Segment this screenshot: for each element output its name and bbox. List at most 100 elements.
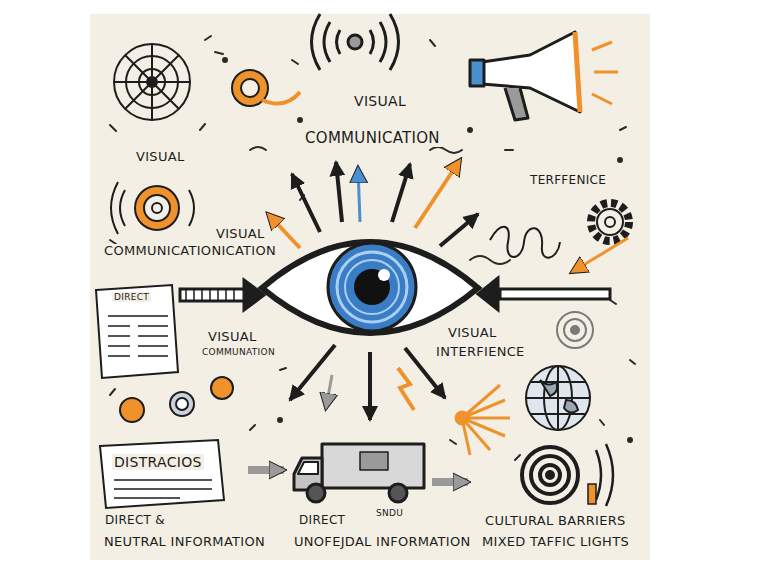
spiral-disc-part <box>111 182 194 234</box>
rays-part <box>268 214 300 248</box>
globe-part <box>540 380 578 413</box>
concentric-circles-part <box>564 319 586 341</box>
signal-icon <box>312 14 399 70</box>
scribble-marks-part <box>298 118 302 122</box>
truck-part <box>389 484 407 502</box>
target-web-part <box>114 44 190 120</box>
text-label: VISUAL <box>134 150 186 165</box>
inward-arrows-part <box>244 280 264 310</box>
newspaper-part <box>108 316 168 356</box>
target-rings-part <box>531 456 569 494</box>
starburst-part <box>462 385 510 455</box>
megaphone-part <box>505 88 528 120</box>
scribble-marks-part <box>223 58 227 62</box>
text-label: COMMUNICATIONICATION <box>102 244 278 259</box>
panel-part <box>90 14 650 560</box>
inward-arrows-part <box>500 289 610 299</box>
text-label: INTERFIENCE <box>434 345 527 360</box>
rays-part <box>368 352 372 420</box>
target-rings <box>522 444 613 506</box>
spiral-disc-part <box>144 195 170 221</box>
text-label: VISUAL <box>214 227 266 242</box>
inward-arrows-part <box>186 289 234 301</box>
rays-part <box>572 238 628 272</box>
text-label: MIXED TAFFIC LIGHTS <box>480 535 631 550</box>
rays-part <box>415 160 460 228</box>
newspaper <box>96 285 178 378</box>
text-label: SNDU <box>374 508 405 518</box>
text-label: VISUAL <box>446 326 498 341</box>
inward-arrows-part <box>478 278 498 310</box>
balls <box>120 377 233 422</box>
target-rings-part <box>596 444 613 506</box>
balls-part <box>120 398 144 422</box>
scribble-marks-part <box>628 438 632 442</box>
target-rings-part <box>522 447 578 503</box>
target-rings-part <box>588 484 596 504</box>
signal-icon-part <box>370 14 399 70</box>
scribble-marks-part <box>468 128 472 132</box>
coil-squiggle <box>490 227 560 258</box>
text-label: VISUAL <box>206 330 258 345</box>
orange-swirl-part <box>262 92 300 104</box>
concentric-circles <box>557 312 593 348</box>
eye-part <box>345 260 399 314</box>
newspaper-part <box>96 285 178 378</box>
spiral-disc <box>111 182 194 234</box>
megaphone-part <box>592 42 618 104</box>
spiral-disc-part <box>135 186 179 230</box>
truck-part <box>432 478 468 486</box>
truck <box>248 444 468 502</box>
gear-symbol-part <box>591 203 629 241</box>
rays-part <box>292 174 320 232</box>
text-label: CULTURAL BARRIERS <box>483 514 628 529</box>
concentric-circles-part <box>571 326 579 334</box>
eye <box>262 242 478 333</box>
truck-part <box>307 484 325 502</box>
rays-part <box>358 168 360 222</box>
orange-swirl-part <box>241 79 259 97</box>
signal-icon-part <box>312 14 341 70</box>
eye-part <box>328 243 416 331</box>
truck-part <box>298 462 318 474</box>
megaphone <box>470 32 618 120</box>
truck-part <box>248 466 284 474</box>
eye-part <box>262 242 478 333</box>
rays-part <box>392 164 410 222</box>
balls-part <box>211 377 233 399</box>
distraction-paper <box>100 440 224 508</box>
eye-part <box>354 269 390 305</box>
rays-part <box>326 375 332 408</box>
megaphone-part <box>575 32 580 112</box>
starburst <box>456 385 510 455</box>
scribble-marks-part <box>278 418 282 422</box>
target-rings-part <box>547 472 553 478</box>
distraction-paper-part <box>100 440 224 508</box>
rays-part <box>336 162 342 222</box>
gear-symbol <box>591 203 629 241</box>
text-label: COMMUNATION <box>200 347 277 357</box>
text-label: NEUTRAL INFORMATION <box>102 535 267 550</box>
text-label: COMMUNICATION <box>303 130 442 147</box>
concentric-circles-part <box>557 312 593 348</box>
balls-part <box>176 398 188 410</box>
text-label: DISTRACIOS <box>112 454 204 470</box>
distraction-paper-part <box>114 480 212 498</box>
globe-part <box>526 366 590 430</box>
target-rings-part <box>540 465 560 485</box>
rays-part <box>398 368 414 410</box>
text-label: TERFFENICE <box>528 174 608 188</box>
panel <box>90 14 650 560</box>
text-label: DIRECT <box>112 292 151 302</box>
orange-swirl <box>232 70 300 106</box>
balls-part <box>170 392 194 416</box>
spiral-disc-part <box>152 203 162 213</box>
gear-symbol-part <box>597 209 623 235</box>
rays-part <box>440 214 478 246</box>
signal-icon-part <box>348 35 362 49</box>
text-label: DIRECT <box>297 514 347 528</box>
megaphone-part <box>482 32 580 112</box>
truck-part <box>360 452 388 470</box>
